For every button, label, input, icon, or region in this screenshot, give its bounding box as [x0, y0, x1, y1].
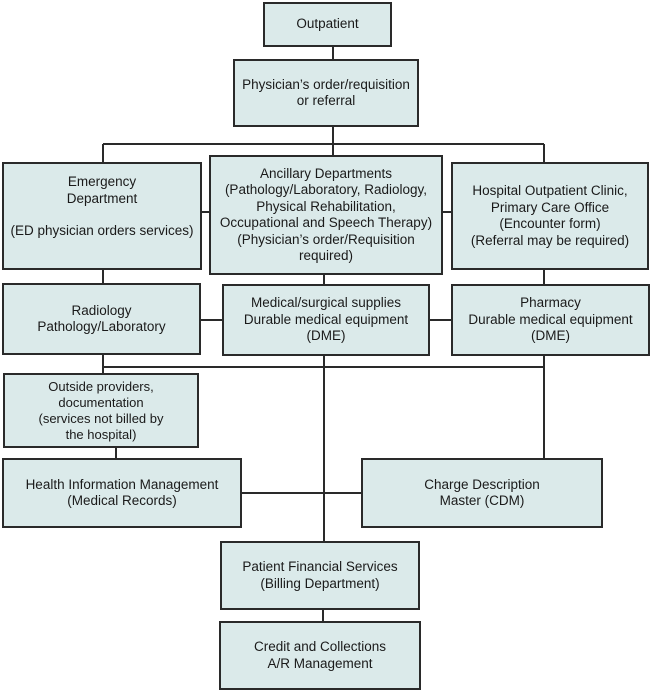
node-text: Ancillary Departments [259, 165, 393, 181]
node-pharmacy: Pharmacy Durable medical equipment (DME) [451, 284, 650, 356]
node-text: A/R Management [267, 655, 373, 671]
node-text: Master (CDM) [439, 493, 525, 508]
node-text: Credit and Collections [253, 639, 387, 654]
node-text: required) [298, 248, 354, 263]
node-text: (Medical Records) [67, 493, 177, 508]
node-text: Physician’s order/requisition [242, 76, 410, 92]
node-outpatient-clinic: Hospital Outpatient Clinic, Primary Care… [451, 162, 649, 270]
node-text: Pathology/Laboratory [37, 319, 166, 334]
node-text: (Pathology/Laboratory, Radiology, [224, 182, 428, 197]
node-text: Durable medical equipment [468, 311, 633, 327]
node-charge-description-master: Charge Description Master (CDM) [361, 458, 603, 528]
node-text: Department [66, 190, 138, 206]
node-text: Charge Description [424, 476, 540, 492]
node-emergency-department: Emergency Department (ED physician order… [2, 162, 202, 270]
node-text: Occupational and Speech Therapy) [219, 215, 433, 230]
node-medical-supplies: Medical/surgical supplies Durable medica… [222, 284, 430, 356]
node-text: Physical Rehabilitation, [256, 198, 396, 214]
node-text: Radiology [71, 302, 132, 318]
node-text: (services not billed by [38, 410, 164, 426]
node-outpatient: Outpatient [263, 2, 392, 47]
node-text: Outpatient [296, 16, 359, 32]
node-outside-providers: Outside providers, documentation (servic… [3, 373, 199, 448]
node-text: (Physician’s order/Requisition [237, 231, 415, 247]
node-text: the hospital) [65, 426, 137, 442]
node-text: (Encounter form) [499, 216, 601, 231]
node-health-information-management: Health Information Management (Medical R… [2, 458, 242, 528]
node-note: (ED physician orders services) [10, 223, 194, 238]
node-physician-order: Physician’s order/requisition or referra… [233, 59, 419, 127]
node-text: (Billing Department) [260, 575, 380, 591]
node-text: documentation [58, 394, 144, 410]
node-patient-financial-services: Patient Financial Services (Billing Depa… [220, 541, 420, 610]
node-text: Durable medical equipment [243, 311, 409, 327]
node-text: Pharmacy [520, 295, 581, 311]
node-text: Patient Financial Services [242, 559, 398, 574]
node-text: (Referral may be required) [470, 232, 630, 248]
node-text: or referral [296, 93, 356, 108]
node-text: (DME) [306, 328, 346, 344]
node-credit-collections: Credit and Collections A/R Management [219, 621, 421, 690]
node-text: (DME) [531, 328, 570, 344]
node-text: Emergency [67, 174, 137, 189]
node-text: Health Information Management [25, 476, 219, 492]
node-text: Hospital Outpatient Clinic, [472, 183, 628, 198]
node-ancillary-departments: Ancillary Departments (Pathology/Laborat… [209, 155, 443, 275]
node-text: Outside providers, [48, 378, 154, 394]
node-radiology-pathology: Radiology Pathology/Laboratory [2, 283, 201, 355]
node-text: Primary Care Office [490, 199, 610, 215]
node-text: Medical/surgical supplies [250, 295, 402, 311]
